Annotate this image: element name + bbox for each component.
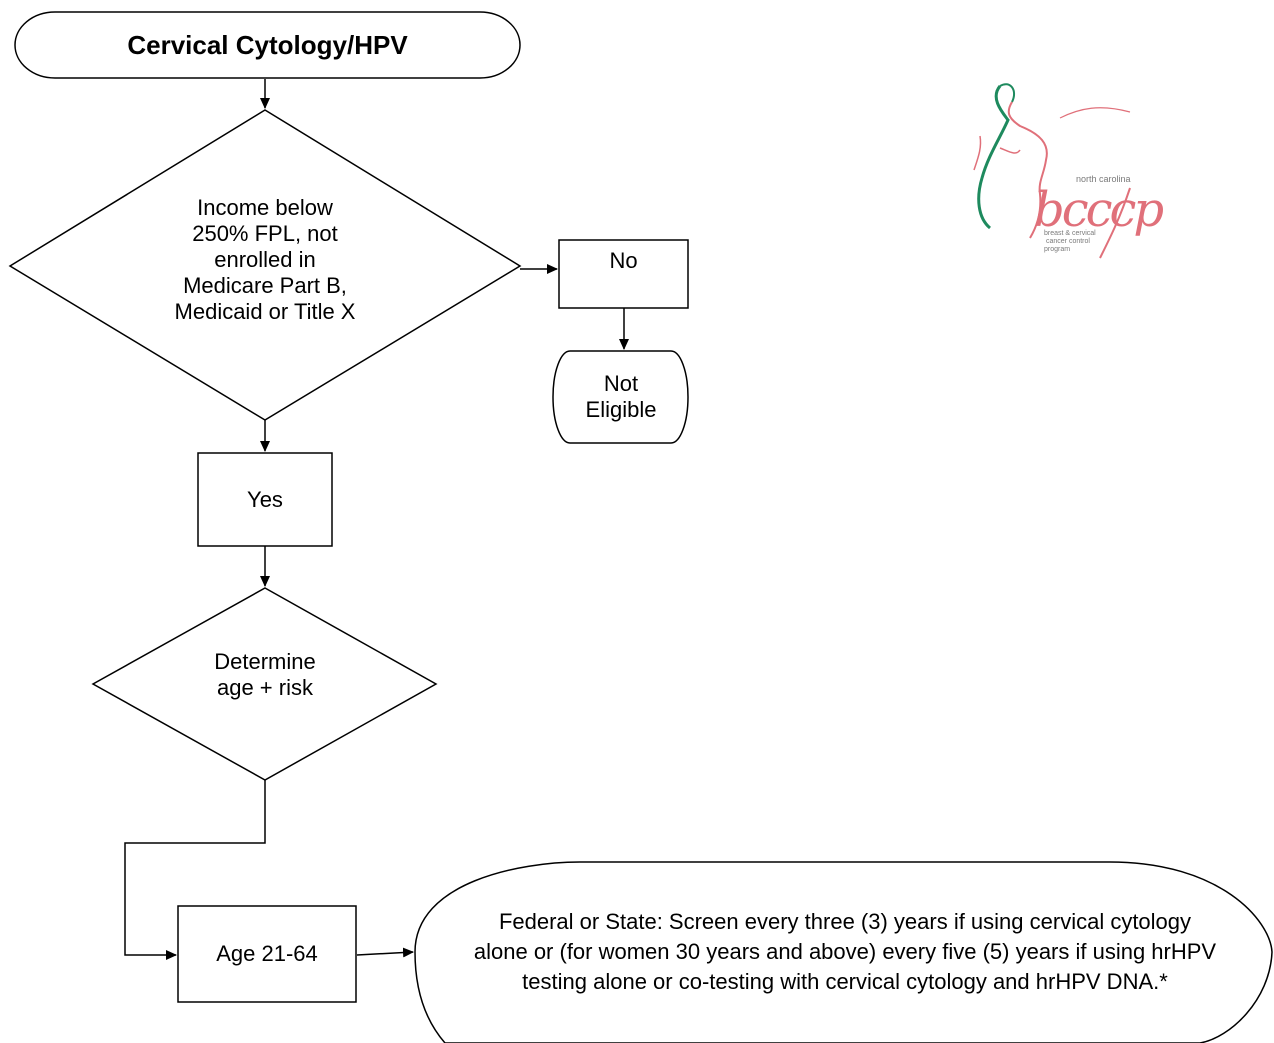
flowchart-title: Cervical Cytology/HPV — [127, 30, 408, 60]
not-eligible-label: Not Eligible — [585, 371, 657, 422]
yes-label: Yes — [247, 486, 283, 512]
no-label: No — [609, 248, 638, 273]
age-risk-decision-label: Determine age + risk — [214, 649, 316, 700]
age-label: Age 21-64 — [216, 941, 318, 966]
title-terminator-shape — [14, 11, 521, 79]
logo-line-1: breast & cervical — [1044, 230, 1096, 237]
screening-result-label: Federal or State: Screen every three (3)… — [473, 909, 1217, 994]
arrow-age-box-to-result — [356, 947, 414, 958]
arrow-age-risk-to-age-box — [124, 780, 266, 960]
ribbon-figure-icon — [973, 83, 1131, 259]
no-box-shape — [558, 239, 689, 309]
eligibility-decision-label: Income below 250% FPL, not enrolled in M… — [174, 195, 356, 324]
age-box-shape — [177, 905, 357, 1003]
logo-top-text: north carolina — [1076, 174, 1131, 184]
logo-line-2: cancer control — [1046, 238, 1090, 245]
nc-bcccp-logo: north carolina bcccp breast & cervical c… — [960, 78, 1190, 268]
logo-line-3: program — [1044, 246, 1071, 253]
not-eligible-terminator-shape — [552, 350, 689, 444]
logo-mark: bcccp — [1034, 182, 1164, 238]
screening-result-oval-shape — [414, 861, 1273, 1043]
yes-box-shape — [197, 452, 333, 547]
